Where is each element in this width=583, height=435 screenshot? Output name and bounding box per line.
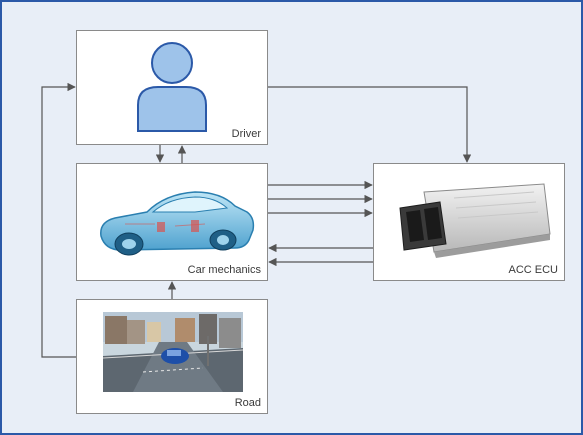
- ecu-icon: [399, 183, 551, 258]
- road-scene-icon: [103, 312, 243, 392]
- acc-ecu-label: ACC ECU: [508, 264, 558, 276]
- edge-road-to-driver: [41, 82, 76, 358]
- road-node: Road: [76, 299, 268, 414]
- car-icon: [100, 191, 255, 256]
- car-mechanics-label: Car mechanics: [187, 264, 261, 276]
- person-icon: [137, 42, 207, 132]
- driver-label: Driver: [231, 128, 261, 140]
- car-mechanics-node: Car mechanics: [76, 163, 268, 281]
- acc-ecu-node: ACC ECU: [373, 163, 565, 281]
- edge-driver-to-ecu: [268, 86, 472, 163]
- road-label: Road: [234, 397, 261, 409]
- driver-node: Driver: [76, 30, 268, 145]
